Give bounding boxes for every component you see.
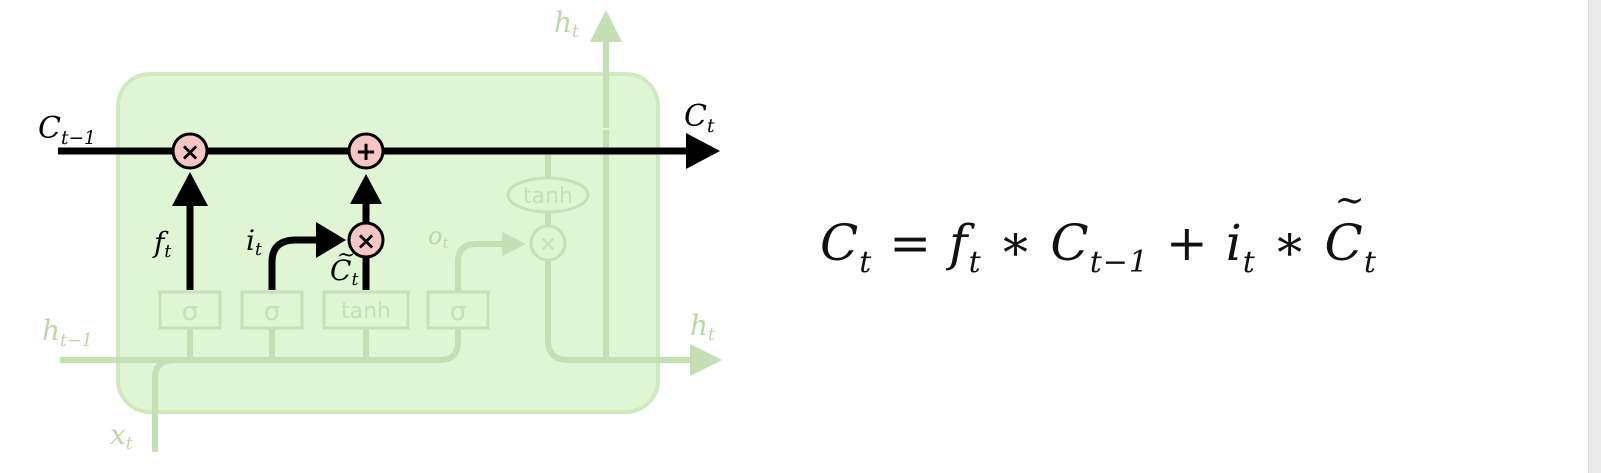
add-circle (347, 132, 385, 170)
vertical-scrollbar[interactable] (1588, 0, 1601, 473)
sigma-box-2 (240, 290, 304, 330)
label-h-top: ht (554, 6, 579, 42)
gate-boxes (158, 176, 590, 330)
pointwise-ops (171, 132, 385, 259)
it-arrowhead (316, 222, 346, 258)
tanh-layer-box (322, 290, 410, 330)
ctilde-arrowhead (350, 174, 382, 204)
label-o-gate: ot (428, 222, 448, 252)
input-mult-circle (347, 221, 385, 259)
label-h-right: ht (690, 309, 715, 345)
add-text: + (355, 137, 377, 167)
label-h-prev: ht−1 (42, 314, 93, 351)
ht-top-arrowhead (590, 10, 622, 42)
cell-state-arrowhead (686, 133, 720, 169)
label-c-cand: Ct (330, 254, 358, 290)
c-cand-tilde: ~ (337, 243, 355, 268)
ot-arrowhead (502, 232, 526, 256)
sigma-box-3 (426, 290, 490, 330)
label-x-in: xt (110, 418, 133, 454)
label-i-gate: it (246, 224, 262, 260)
forget-mult-circle (171, 132, 209, 170)
sigma-2-text: σ (264, 297, 280, 327)
lstm-cell-diagram: σ σ tanh σ tanh × × + × Ct−1 Ct ft it Ct… (38, 6, 722, 454)
sigma-1-text: σ (182, 297, 198, 327)
input-mult-text: × (356, 227, 376, 255)
sigma-box-1 (158, 290, 222, 330)
ft-arrowhead (172, 172, 208, 206)
tanh-layer-text: tanh (341, 299, 391, 324)
c-tilde: C (1325, 180, 1366, 272)
forget-mult-text: × (180, 138, 200, 166)
sigma-3-text: σ (450, 297, 466, 327)
output-mult-text: × (539, 232, 557, 257)
output-mult-circle (529, 224, 567, 262)
label-c-prev: Ct−1 (38, 111, 96, 149)
tanh-point-ellipse (506, 176, 590, 214)
ht-right-arrowhead (690, 344, 722, 376)
tanh-point-text: tanh (523, 184, 573, 209)
cell-state-equation: Ct = ft ∗ Ct−1 + it ∗ Ct (820, 180, 1377, 280)
label-c-out: Ct (684, 99, 715, 137)
